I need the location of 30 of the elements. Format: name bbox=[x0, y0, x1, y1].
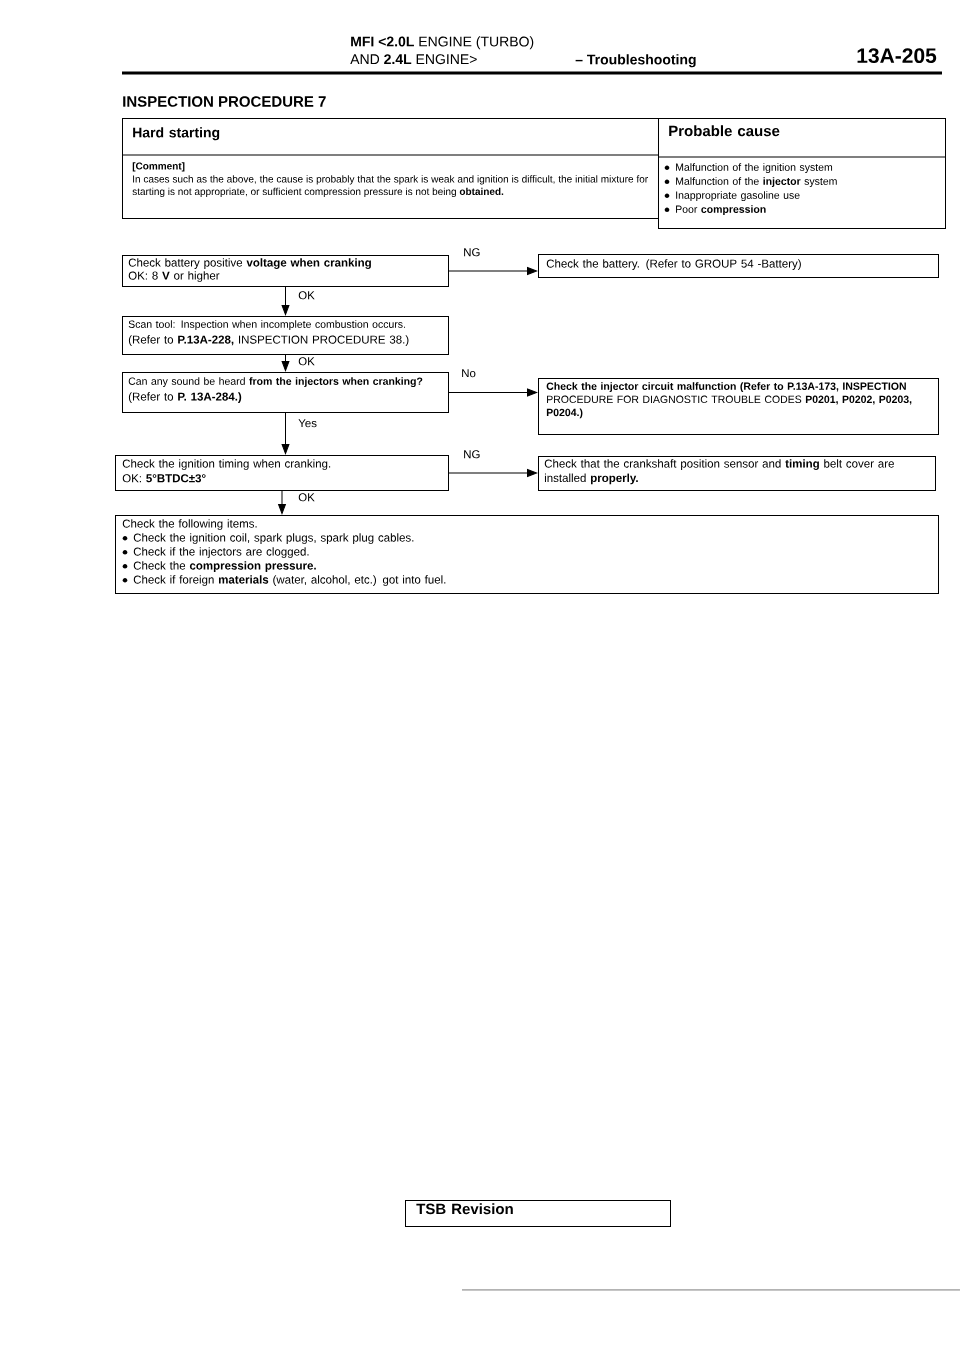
arrow bbox=[281, 354, 290, 372]
arrow bbox=[448, 388, 538, 397]
process-box: Check the ignition timing when cranking. OK: 5°BTDC±3° bbox=[115, 455, 449, 491]
heading: INSPECTION PROCEDURE 7 bbox=[123, 96, 326, 107]
edge-label: NG bbox=[462, 449, 482, 460]
edge-label: Yes bbox=[297, 418, 318, 429]
process-box: Scan tool: Inspection when incomplete combustion occurs. (Refer to P.13A-228, INSPECTION PROCEDURE 38.) bbox=[122, 316, 449, 355]
header-text: AND 2.4L ENGINE> bbox=[350, 54, 477, 65]
edge-label: NG bbox=[462, 247, 482, 258]
header-text: – Troubleshooting bbox=[575, 54, 696, 68]
edge-label: No bbox=[460, 368, 477, 379]
page-number: 13A-205 bbox=[857, 48, 937, 64]
edge-label: OK bbox=[297, 492, 316, 503]
process-box: Check that the crankshaft position sensor and timing belt cover are installed properly. bbox=[538, 456, 936, 491]
revision-box: TSB Revision bbox=[405, 1200, 671, 1227]
table-box: Probable cause Malfunction of the ignition system Malfunction of the injector system Inappropriate gasoline use Poor compression bbox=[657, 118, 946, 229]
table-box: Hard starting [Comment] In cases such as the above, the cause is probably that the spark is weak and ignition is difficult, the initial mixture for starting is not appropriate, or sufficient compression pressure is not being obtained. bbox=[121, 118, 659, 219]
edge-label: OK bbox=[297, 356, 316, 367]
header-text: MFI <2.0L ENGINE (TURBO) bbox=[351, 36, 534, 50]
arrow bbox=[448, 267, 538, 275]
process-box: Check battery positive voltage when cranking OK: 8 V or higher bbox=[122, 255, 449, 287]
process-box: Can any sound be heard from the injectors when cranking? (Refer to P. 13A-284.) bbox=[122, 372, 449, 413]
arrow bbox=[278, 490, 286, 515]
process-box: Check the battery. (Refer to GROUP 54 -Battery) bbox=[538, 254, 939, 278]
process-box: Check the following items. Check the ignition coil, spark plugs, spark plug cables. Check if the injectors are clogged. Check the compression pressure. Check if foreign materials (water, alcohol, etc.) got into fuel. bbox=[115, 515, 939, 594]
arrow bbox=[281, 412, 290, 455]
edge-label: OK bbox=[297, 290, 316, 301]
arrow bbox=[281, 286, 290, 316]
arrow bbox=[448, 469, 538, 477]
process-box: Check the injector circuit malfunction (Refer to P.13A-173, INSPECTION PROCEDURE FOR DIAGNOSTIC TROUBLE CODES P0201, P0202, P0203, P0204.) bbox=[538, 378, 939, 435]
